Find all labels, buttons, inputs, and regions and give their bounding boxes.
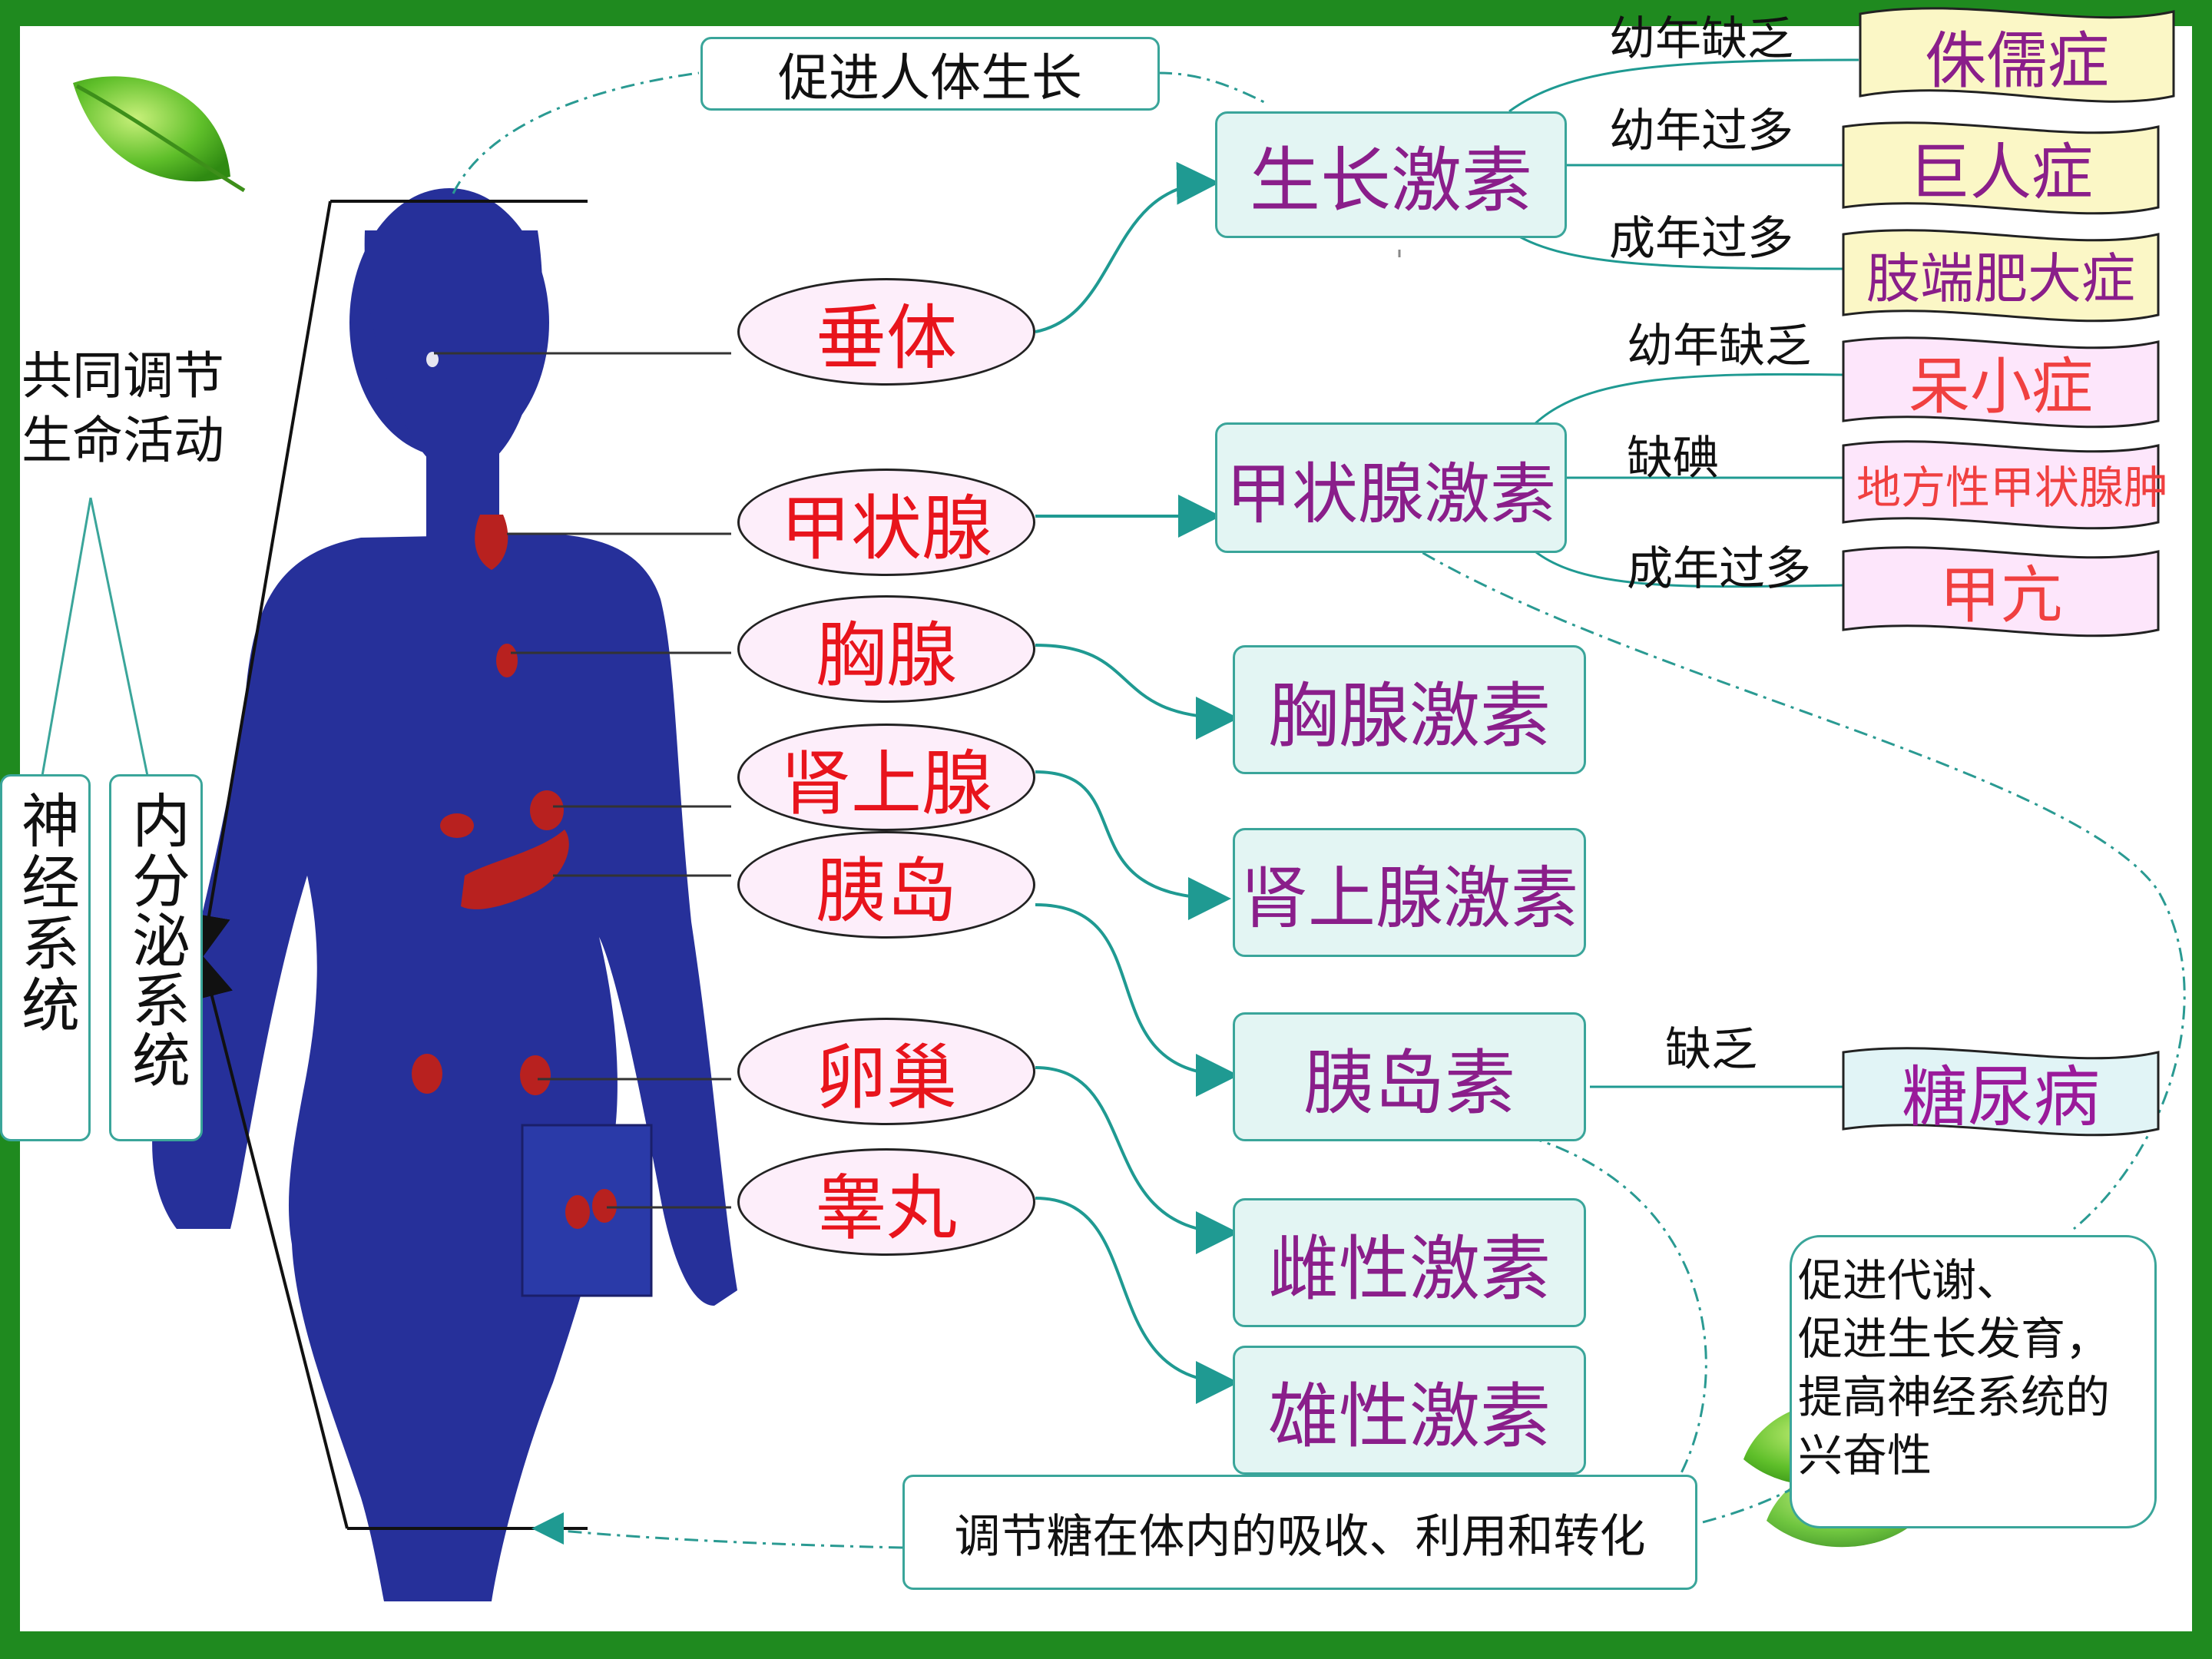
hormone-insulin[interactable]: 胰岛素 [1233,1012,1586,1141]
hormone-growth[interactable]: 生长激素 [1215,111,1567,238]
hormone-androgen[interactable]: 雄性激素 [1233,1346,1586,1475]
human-silhouette [152,188,738,1601]
disease-gigantism: 巨人症 [1909,136,2093,208]
endocrine-system-box: 内分泌系统 [109,774,203,1141]
condition-gh-child-excess: 幼年过多 [1609,104,1793,158]
leaf-icon [73,76,246,193]
gland-pancreatic-islet[interactable]: 胰岛 [737,831,1035,939]
hormone-adrenal[interactable]: 肾上腺激素 [1233,828,1586,957]
gland-testis[interactable]: 睾丸 [737,1148,1035,1256]
gland-thymus[interactable]: 胸腺 [737,595,1035,703]
disease-hyperthyroidism: 甲亢 [1939,560,2062,631]
gland-adrenal[interactable]: 肾上腺 [737,724,1035,831]
condition-th-iodine-lack: 缺碘 [1627,432,1719,485]
thyroid-effects-note: 促进代谢、 促进生长发育， 提高神经系统的 兴奋性 [1790,1235,2157,1528]
gland-thyroid[interactable]: 甲状腺 [737,469,1035,576]
hormone-thymus[interactable]: 胸腺激素 [1233,645,1586,774]
disease-cretinism: 呆小症 [1909,350,2093,422]
condition-gh-adult-excess: 成年过多 [1609,212,1793,266]
hormone-estrogen[interactable]: 雌性激素 [1233,1198,1586,1327]
disease-dwarfism: 侏儒症 [1925,25,2109,97]
nervous-system-box: 神经系统 [0,774,91,1141]
sugar-regulation-note: 调节糖在体内的吸收、利用和转化 [902,1475,1697,1590]
condition-gh-child-lack: 幼年缺乏 [1609,12,1793,66]
disease-acromegaly: 肢端肥大症 [1866,247,2135,310]
disease-goiter: 地方性甲状腺肿 [1856,462,2168,514]
gland-pituitary[interactable]: 垂体 [737,278,1035,386]
disease-diabetes: 糖尿病 [1902,1058,2100,1136]
condition-insulin-lack: 缺乏 [1665,1023,1757,1077]
hormone-thyroid[interactable]: 甲状腺激素 [1215,422,1567,553]
condition-th-adult-excess: 成年过多 [1627,542,1811,596]
condition-th-child-lack: 幼年缺乏 [1627,320,1811,373]
common-regulation-label: 共同调节 生命活动 [22,346,224,470]
gland-ovary[interactable]: 卵巢 [737,1018,1035,1125]
promote-growth-note: 促进人体生长 [700,37,1160,111]
